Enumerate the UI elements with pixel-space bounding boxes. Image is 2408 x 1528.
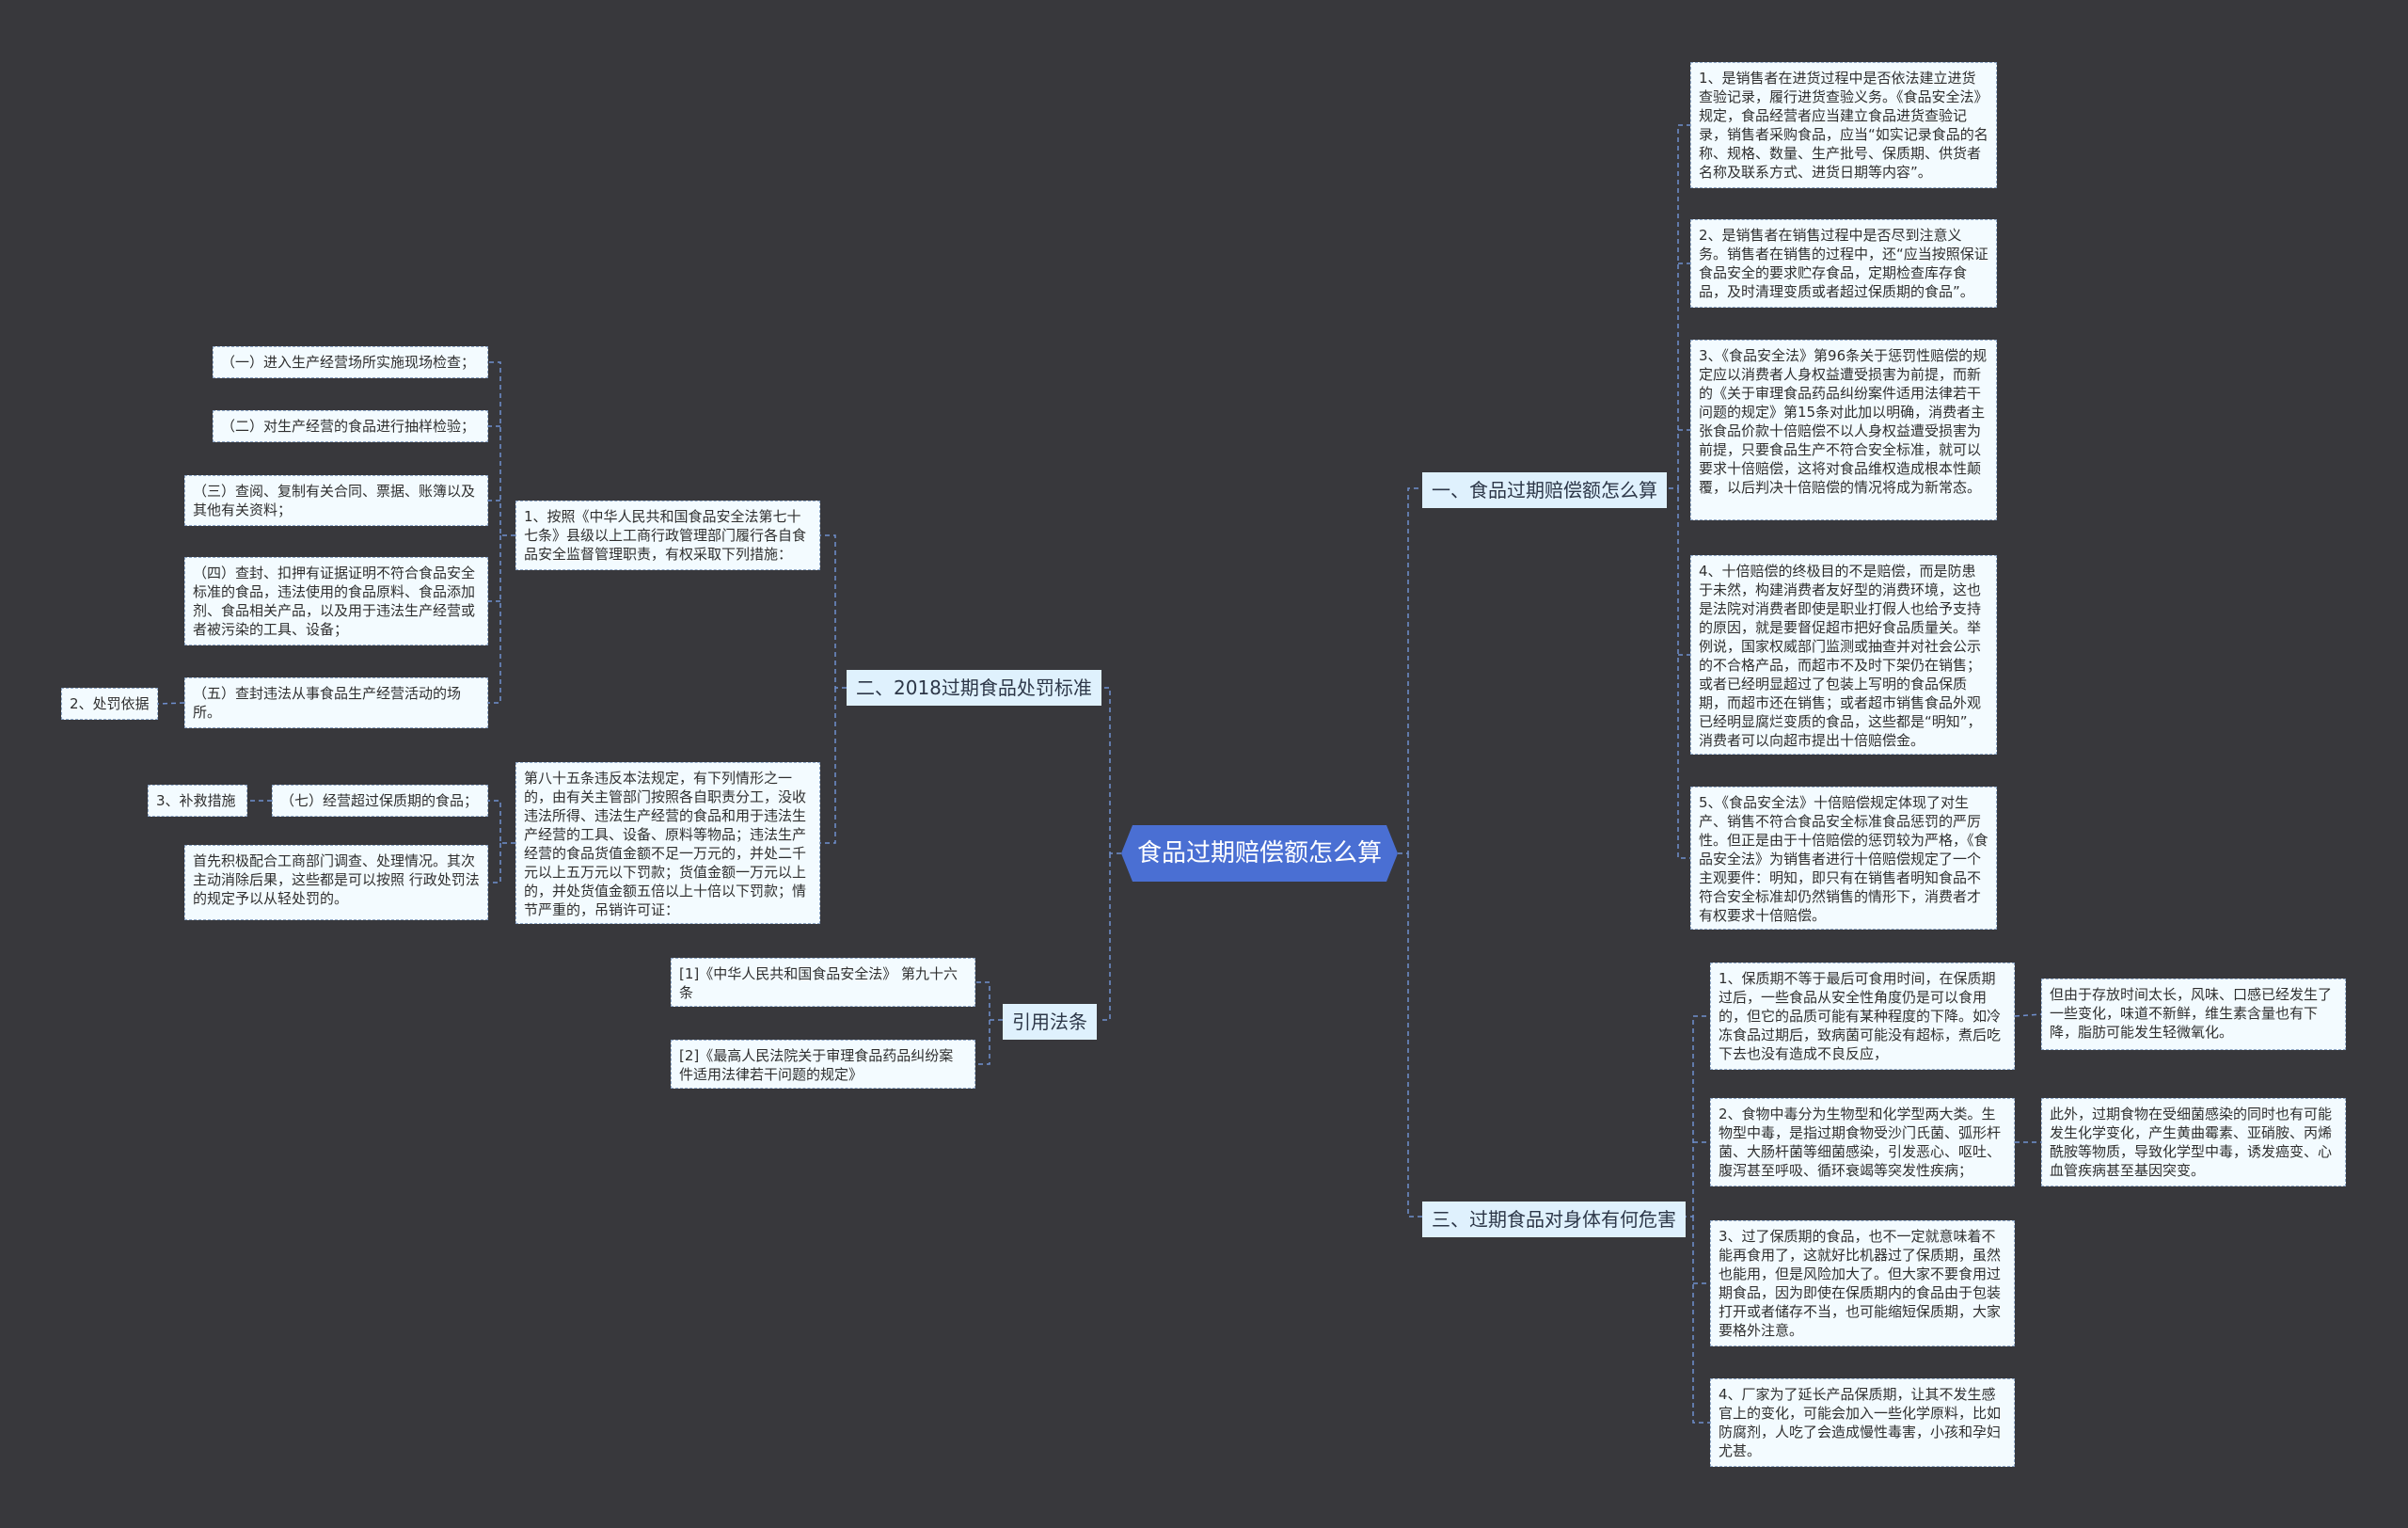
- link-b1-i5: [1677, 488, 1690, 859]
- link-seventh: [488, 800, 515, 844]
- cited-law-2[interactable]: [2]《最高人民法院关于审理食品药品纠纷案件适用法律若干问题的规定》: [671, 1040, 975, 1089]
- compensation-item-1[interactable]: 1、是销售者在进货过程中是否依法建立进货查验记录，履行进货查验义务。《食品安全法…: [1690, 62, 1997, 188]
- compensation-item-4[interactable]: 4、十倍赔偿的终极目的不是赔偿，而是防患于未然，构建消费者友好型的消费环境，这也…: [1690, 555, 1997, 755]
- link-ref1: [975, 981, 1003, 1021]
- measure-3[interactable]: （三）查阅、复制有关合同、票据、账簿以及其他有关资料；: [184, 475, 488, 526]
- harm-item-2[interactable]: 2、食物中毒分为生物型和化学型两大类。生物型中毒，是指过期食物受沙门氏菌、弧形杆…: [1710, 1098, 2015, 1186]
- remedy-text[interactable]: 首先积极配合工商部门调查、处理情况。其次主动消除后果，这些都是可以按照 行政处罚…: [184, 845, 488, 920]
- tag-penalty-basis[interactable]: 2、处罚依据: [61, 688, 158, 720]
- link-root-branch3: [1407, 853, 1422, 1218]
- link-h1-sub: [2014, 1013, 2042, 1017]
- measure-1[interactable]: （一）进入生产经营场所实施现场检查；: [213, 346, 488, 378]
- measure-2[interactable]: （二）对生产经营的食品进行抽样检验；: [213, 410, 488, 442]
- link-root-branch2: [1099, 687, 1121, 854]
- harm-item-1-detail[interactable]: 但由于存放时间太长，风味、口感已经发生了一些变化，味道不新鲜，维生素含量也有下降…: [2041, 979, 2346, 1050]
- harm-item-4[interactable]: 4、厂家为了延长产品保质期，让其不发生感官上的变化，可能会加入一些化学原料，比如…: [1710, 1378, 2015, 1467]
- branch-penalty-standard[interactable]: 二、2018过期食品处罚标准: [847, 670, 1101, 706]
- compensation-item-5[interactable]: 5、《食品安全法》十倍赔偿规定体现了对生产、销售不符合食品安全标准食品惩罚的严厉…: [1690, 787, 1997, 930]
- root-topic[interactable]: 食品过期赔偿额怎么算: [1121, 825, 1398, 882]
- branch-cited-laws[interactable]: 引用法条: [1003, 1004, 1097, 1040]
- branch-compensation[interactable]: 一、食品过期赔偿额怎么算: [1422, 472, 1667, 508]
- link-root-branch1: [1398, 487, 1422, 854]
- compensation-item-3[interactable]: 3、《食品安全法》第96条关于惩罚性赔偿的规定应以消费者人身权益遭受损害为前提，…: [1690, 340, 1997, 520]
- link-b1-i1: [1669, 124, 1690, 489]
- harm-item-3[interactable]: 3、过了保质期的食品，也不一定就意味着不能再食用了，这就好比机器过了保质期，虽然…: [1710, 1220, 2015, 1346]
- cited-law-1[interactable]: [1]《中华人民共和国食品安全法》 第九十六条: [671, 958, 975, 1007]
- link-m5: [488, 535, 501, 704]
- seventh-situation[interactable]: （七）经营超过保质期的食品；: [272, 785, 488, 817]
- measure-4[interactable]: （四）查封、扣押有证据证明不符合食品安全标准的食品，违法使用的食品原料、食品添加…: [184, 557, 488, 645]
- link-b3-i4: [1692, 1217, 1710, 1424]
- link-tag-basis: [157, 702, 185, 705]
- penalty-item-2[interactable]: 第八十五条违反本法规定，有下列情形之一的，由有关主管部门按照各自职责分工，没收违…: [515, 762, 820, 924]
- tag-remedy-measures[interactable]: 3、补救措施: [148, 785, 247, 817]
- harm-item-1[interactable]: 1、保质期不等于最后可食用时间，在保质期过后，一些食品从安全性角度仍是可以食用的…: [1710, 963, 2015, 1070]
- link-b2-i1: [820, 534, 847, 689]
- link-root-refs: [1099, 853, 1111, 1021]
- penalty-item-1[interactable]: 1、按照《中华人民共和国食品安全法第七十七条》县级以上工商行政管理部门履行各自食…: [515, 501, 820, 570]
- measure-5[interactable]: （五）查封违法从事食品生产经营活动的场所。: [184, 677, 488, 728]
- branch-health-harm[interactable]: 三、过期食品对身体有何危害: [1422, 1202, 1686, 1237]
- link-b3-i1: [1682, 1015, 1710, 1218]
- harm-item-2-detail[interactable]: 此外，过期食物在受细菌感染的同时也有可能发生化学变化，产生黄曲霉素、亚硝胺、丙烯…: [2041, 1098, 2346, 1186]
- link-ref2: [975, 1020, 990, 1065]
- link-b2-i2: [820, 688, 836, 844]
- link-remedy: [488, 843, 501, 883]
- compensation-item-2[interactable]: 2、是销售者在销售过程中是否尽到注意义务。销售者在销售的过程中，还“应当按照保证…: [1690, 219, 1997, 308]
- link-m1: [488, 361, 515, 536]
